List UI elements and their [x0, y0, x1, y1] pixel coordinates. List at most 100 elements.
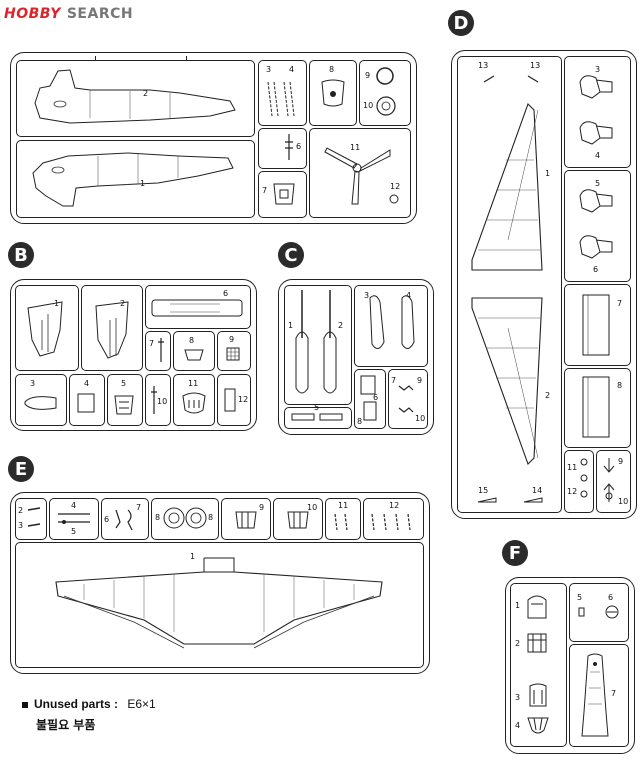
sprue-d-cell-3-4 — [564, 56, 631, 168]
part-e12-drawing — [371, 513, 411, 531]
sprue-e-cell-10 — [273, 498, 323, 540]
exhaust-parts-drawing — [267, 81, 295, 117]
sprue-f-badge: F — [502, 540, 528, 566]
part-d14-d15-drawing — [477, 497, 543, 503]
part-label-d15: 15 — [478, 486, 489, 495]
part-label-d13b: 13 — [530, 61, 541, 70]
part-label-f4: 4 — [515, 721, 521, 730]
part-label-d11: 11 — [567, 463, 578, 472]
wing-upper-drawing — [471, 102, 543, 271]
part-label-e11: 11 — [338, 501, 349, 510]
part-label-a8: 8 — [329, 65, 335, 74]
part-f3-drawing — [529, 683, 547, 707]
part-label-f7: 7 — [611, 689, 617, 698]
sprue-b-cell-4 — [69, 374, 105, 426]
part-label-b10: 10 — [157, 397, 168, 406]
sprue-c-cell-1-2 — [284, 285, 352, 405]
part-d13-drawing — [483, 75, 539, 83]
part-label-d6: 6 — [593, 265, 599, 274]
sprue-a-cell-6 — [258, 128, 307, 169]
part-b11-drawing — [182, 392, 206, 414]
part-f1-drawing — [527, 595, 547, 619]
part-c6-c8-drawing — [360, 375, 377, 421]
part-label-a7: 7 — [262, 186, 268, 195]
sprue-b-cell-9 — [217, 331, 251, 371]
sprue-c-cell-5 — [284, 407, 352, 429]
unused-parts-label: Unused parts : — [34, 697, 119, 711]
part-label-d4: 4 — [595, 151, 601, 160]
part-e2-e3-drawing — [27, 507, 41, 527]
part-d11-d12-drawing — [580, 458, 588, 498]
part-b5-drawing — [114, 395, 134, 415]
part-a6-drawing — [285, 134, 293, 160]
part-label-d7: 7 — [617, 299, 623, 308]
part-label-e7: 7 — [136, 503, 142, 512]
part-label-c3: 3 — [364, 291, 370, 300]
sprue-b-cell-6 — [145, 285, 251, 329]
logo-text-red: HOBBY — [4, 6, 61, 22]
part-label-f3: 3 — [515, 693, 521, 702]
lower-wing-drawing — [55, 557, 383, 649]
part-label-e6: 6 — [104, 515, 110, 524]
sprue-d-cell-5-6 — [564, 170, 631, 282]
part-e9-drawing — [235, 511, 257, 529]
part-label-f5: 5 — [577, 593, 583, 602]
part-label-a11: 11 — [350, 143, 361, 152]
sprue-d-cell-11-12 — [564, 450, 594, 513]
sprue-b-cell-5 — [107, 374, 143, 426]
part-b6-drawing — [151, 299, 243, 317]
part-b12-drawing — [224, 388, 236, 412]
part-label-b8: 8 — [189, 336, 195, 345]
part-label-c9: 9 — [417, 376, 423, 385]
sprue-b-badge: B — [8, 242, 34, 268]
part-label-e10: 10 — [307, 503, 318, 512]
part-label-c4: 4 — [406, 291, 412, 300]
part-label-a2: 2 — [143, 89, 149, 98]
part-label-a4: 4 — [289, 65, 295, 74]
sprue-b-cell-8 — [173, 331, 215, 371]
part-e4-e5-drawing — [58, 513, 90, 524]
sprue-d-cell-7 — [564, 284, 631, 366]
sprue-e-cell-8 — [151, 498, 219, 540]
part-f2-drawing — [527, 633, 547, 653]
part-b2-drawing — [95, 301, 129, 359]
sprue-a-cell-7 — [258, 171, 307, 218]
sprue-d-badge: D — [448, 10, 474, 36]
sprue-f-cell-7 — [569, 644, 629, 747]
sprue-e-cell-4-5 — [49, 498, 99, 540]
sprue-e-cell-lower-wing — [15, 542, 424, 668]
part-label-d13a: 13 — [478, 61, 489, 70]
part-f4-drawing — [527, 717, 549, 734]
part-label-b12: 12 — [238, 395, 249, 404]
hobbysearch-logo: HOBBY SEARCH — [4, 4, 133, 24]
part-label-d2: 2 — [545, 391, 551, 400]
part-label-b4: 4 — [84, 379, 90, 388]
part-b1-drawing — [27, 301, 63, 357]
part-label-b6: 6 — [223, 289, 229, 298]
part-label-e1: 1 — [190, 552, 196, 561]
sprue-e-cell-9 — [221, 498, 271, 540]
sprue-c-cell-7-10 — [388, 369, 428, 429]
part-a12-drawing — [389, 194, 399, 204]
fuselage-half-1-drawing — [32, 152, 234, 207]
part-label-e8a: 8 — [155, 513, 161, 522]
sprue-a-cell-fuselage-right — [16, 140, 255, 218]
propeller-drawing — [324, 147, 391, 205]
part-label-c1: 1 — [288, 321, 294, 330]
part-b4-drawing — [77, 393, 95, 413]
part-label-b5: 5 — [121, 379, 127, 388]
part-label-a6: 6 — [296, 142, 302, 151]
part-f7-drawing — [581, 653, 609, 737]
sprue-e-badge: E — [8, 456, 34, 482]
part-label-b11: 11 — [188, 379, 199, 388]
sprue-b-cell-3 — [15, 374, 67, 426]
sprue-d-cell-wings — [457, 56, 562, 513]
part-a7-drawing — [273, 183, 295, 205]
sprue-a-cell-3-4 — [258, 60, 307, 126]
part-d9-d10-drawing — [603, 458, 615, 502]
logo-text-gray: SEARCH — [66, 6, 134, 22]
part-label-c10: 10 — [415, 414, 426, 423]
sprue-b-cell-10 — [145, 374, 171, 426]
part-label-e2: 2 — [18, 506, 24, 515]
part-label-d8: 8 — [617, 381, 623, 390]
